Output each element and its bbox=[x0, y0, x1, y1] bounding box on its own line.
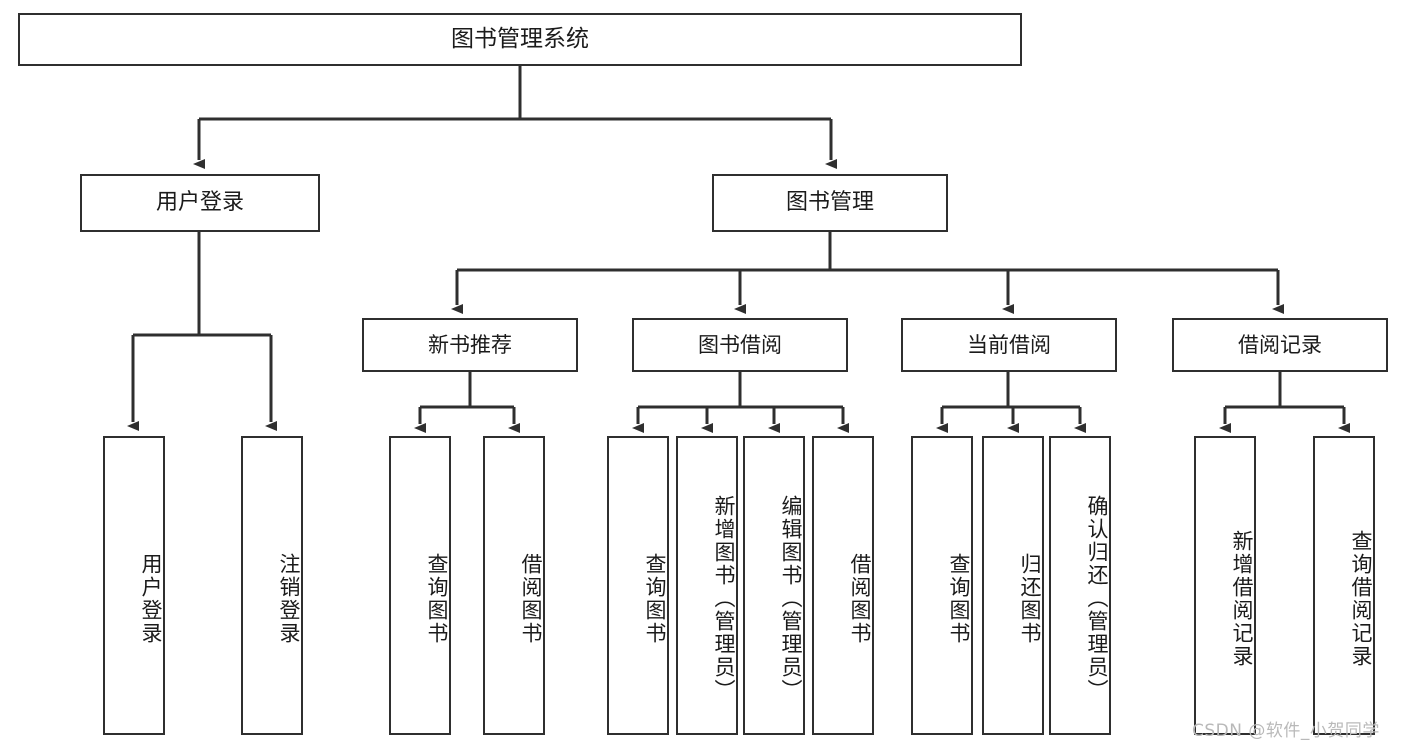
leaf-borrow-book[interactable]: 借阅图书 bbox=[812, 436, 874, 735]
node-book-management[interactable]: 图书管理 bbox=[712, 174, 948, 232]
leaf-user-login[interactable]: 用户登录 bbox=[103, 436, 165, 735]
node-borrow-record[interactable]: 借阅记录 bbox=[1172, 318, 1388, 372]
leaf-query-borrow-record[interactable]: 查询借阅记录 bbox=[1313, 436, 1375, 735]
node-current-borrow[interactable]: 当前借阅 bbox=[901, 318, 1117, 372]
leaf-query-book-current[interactable]: 查询图书 bbox=[911, 436, 973, 735]
leaf-add-book-admin[interactable]: 新增图书（管理员） bbox=[676, 436, 738, 735]
leaf-edit-book-admin[interactable]: 编辑图书（管理员） bbox=[743, 436, 805, 735]
node-book-borrow[interactable]: 图书借阅 bbox=[632, 318, 848, 372]
leaf-borrow-book-newbook[interactable]: 借阅图书 bbox=[483, 436, 545, 735]
node-new-book-recommend[interactable]: 新书推荐 bbox=[362, 318, 578, 372]
leaf-confirm-return-admin[interactable]: 确认归还（管理员） bbox=[1049, 436, 1111, 735]
leaf-query-book-newbook[interactable]: 查询图书 bbox=[389, 436, 451, 735]
csdn-watermark: CSDN @软件_小贺同学 bbox=[1192, 721, 1380, 741]
leaf-return-book[interactable]: 归还图书 bbox=[982, 436, 1044, 735]
leaf-query-book-borrow[interactable]: 查询图书 bbox=[607, 436, 669, 735]
node-user-login[interactable]: 用户登录 bbox=[80, 174, 320, 232]
leaf-logout-login[interactable]: 注销登录 bbox=[241, 436, 303, 735]
node-root[interactable]: 图书管理系统 bbox=[18, 13, 1022, 66]
leaf-add-borrow-record[interactable]: 新增借阅记录 bbox=[1194, 436, 1256, 735]
